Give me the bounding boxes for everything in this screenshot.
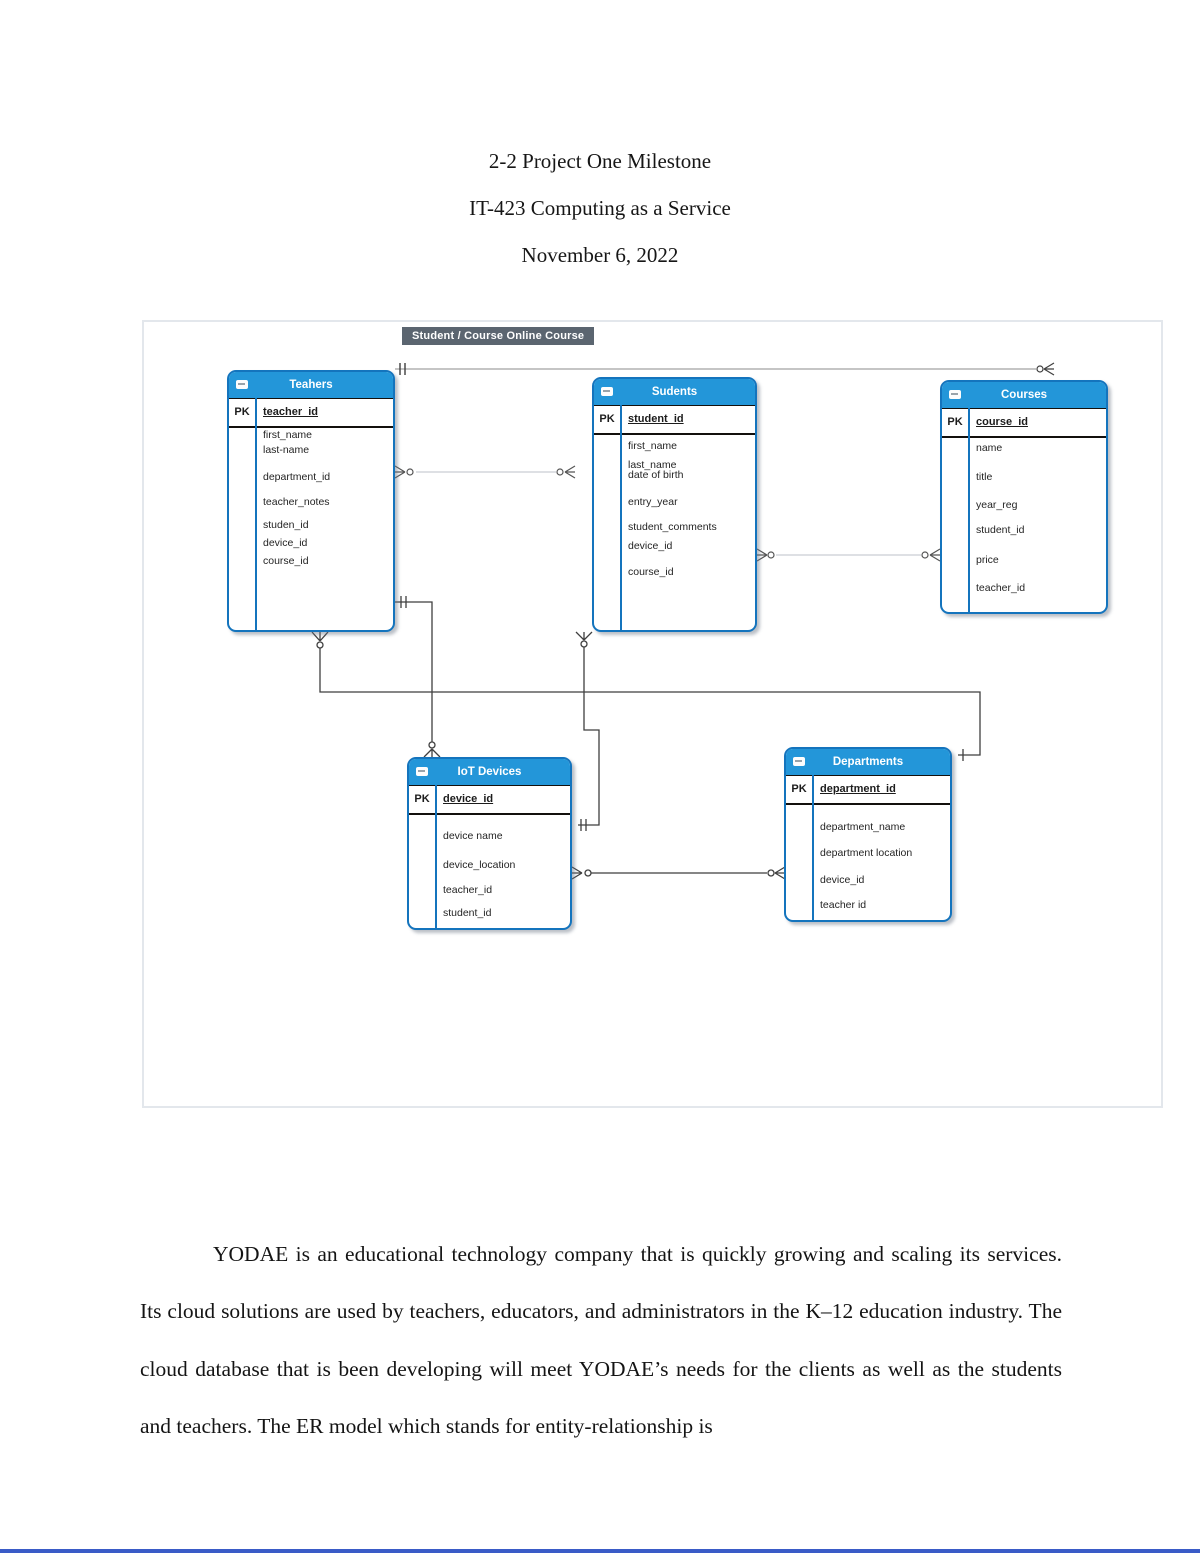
entity-table-courses: Courses PK course_id name title year_reg… xyxy=(940,380,1108,614)
field-row: student_comments xyxy=(628,521,717,533)
table-title: Courses xyxy=(1000,389,1048,401)
field-row: course_id xyxy=(628,566,674,578)
er-diagram-frame: Student / Course Online Course Teahers P… xyxy=(142,320,1163,1108)
column-divider xyxy=(620,405,622,630)
field-row: student_id xyxy=(443,907,492,919)
field-row: entry_year xyxy=(628,496,678,508)
pk-label: PK xyxy=(947,416,963,428)
field-row: teacher id xyxy=(820,899,867,911)
connector-teachers-departments xyxy=(311,631,981,761)
table-header: Courses xyxy=(942,382,1106,408)
field-row: device_id xyxy=(628,540,673,552)
table-icon xyxy=(236,380,248,389)
pk-label: PK xyxy=(414,793,430,805)
diagram-title-tab: Student / Course Online Course xyxy=(402,327,595,345)
pk-row: PK device_id xyxy=(409,785,570,815)
entity-table-students: Sudents PK student_id first_name last_na… xyxy=(592,377,757,632)
connector-teachers-iot xyxy=(395,596,441,758)
table-header: IoT Devices xyxy=(409,759,570,785)
field-row: device_location xyxy=(443,859,516,871)
table-icon xyxy=(949,390,961,399)
entity-table-iot-devices: IoT Devices PK device_id device name dev… xyxy=(407,757,572,930)
field-row: name xyxy=(976,442,1003,454)
field-row: course_id xyxy=(263,555,309,567)
table-title: Teahers xyxy=(289,379,333,391)
pk-field: teacher_id xyxy=(263,406,319,418)
table-icon xyxy=(793,757,805,766)
document-header: 2-2 Project One Milestone IT-423 Computi… xyxy=(0,138,1200,279)
field-row: title xyxy=(976,471,993,483)
field-row: department_id xyxy=(263,471,331,483)
table-title: Sudents xyxy=(651,386,698,398)
entity-table-teachers: Teahers PK teacher_id first_name last-na… xyxy=(227,370,395,632)
table-header: Teahers xyxy=(229,372,393,398)
pk-row: PK student_id xyxy=(594,405,755,435)
field-row: year_reg xyxy=(976,499,1018,511)
table-header: Sudents xyxy=(594,379,755,405)
table-icon xyxy=(601,387,613,396)
column-divider xyxy=(255,398,257,630)
er-diagram-canvas: Student / Course Online Course Teahers P… xyxy=(144,322,1161,1106)
doc-title-line-1: 2-2 Project One Milestone xyxy=(488,149,712,173)
entity-table-departments: Departments PK department_id department_… xyxy=(784,747,952,922)
pk-field: student_id xyxy=(628,413,684,425)
field-row: department_name xyxy=(820,821,906,833)
field-row: department location xyxy=(820,847,913,859)
column-divider xyxy=(812,775,814,920)
pk-row: PK teacher_id xyxy=(229,398,393,428)
doc-title-line-2: IT-423 Computing as a Service xyxy=(469,196,731,220)
connector-teachers-students xyxy=(394,465,576,479)
column-divider xyxy=(968,408,970,612)
pk-field: department_id xyxy=(820,783,896,795)
table-title: IoT Devices xyxy=(457,766,522,778)
connector-students-iot xyxy=(575,631,600,831)
connector-students-courses xyxy=(756,548,941,562)
field-row: studen_id xyxy=(263,519,309,531)
pk-row: PK department_id xyxy=(786,775,950,805)
field-row: device_id xyxy=(820,874,865,886)
field-row: first_name xyxy=(628,440,678,452)
field-row: last-name xyxy=(263,444,310,456)
body-paragraph: YODAE is an educational technology compa… xyxy=(140,1241,1062,1439)
pk-label: PK xyxy=(599,413,615,425)
pk-label: PK xyxy=(791,783,807,795)
column-divider xyxy=(435,785,437,928)
pk-field: device_id xyxy=(443,793,494,805)
field-row: teacher_id xyxy=(443,884,493,896)
table-icon xyxy=(416,767,428,776)
doc-title-line-3: November 6, 2022 xyxy=(521,243,679,267)
connector-teachers-courses xyxy=(395,362,1055,376)
pk-row: PK course_id xyxy=(942,408,1106,438)
field-row: teacher_notes xyxy=(263,496,330,508)
connector-iot-departments xyxy=(571,866,786,880)
page-bottom-edge xyxy=(0,1549,1200,1553)
table-title: Departments xyxy=(832,756,904,768)
pk-label: PK xyxy=(234,406,250,418)
table-header: Departments xyxy=(786,749,950,775)
field-row: teacher_id xyxy=(976,582,1026,594)
field-row: first_name xyxy=(263,429,313,441)
field-row: price xyxy=(976,554,999,566)
field-row: device name xyxy=(443,830,503,842)
pk-field: course_id xyxy=(976,416,1028,428)
field-row: last_name xyxy=(628,459,677,471)
field-row: student_id xyxy=(976,524,1025,536)
field-row: device_id xyxy=(263,537,308,549)
field-row: date of birth xyxy=(628,469,684,481)
